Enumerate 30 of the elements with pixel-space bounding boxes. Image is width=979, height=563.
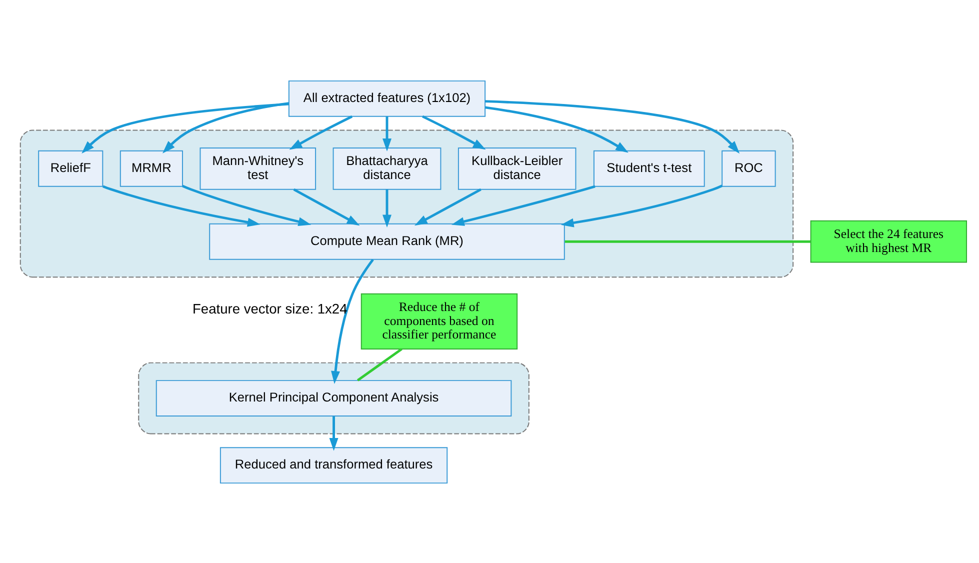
cluster	[138, 362, 530, 434]
arrow	[382, 188, 392, 228]
node-box: Mann-Whitney's test	[200, 146, 316, 190]
arrow	[293, 188, 360, 226]
arrow	[485, 100, 740, 154]
node-box: All extracted features (1x102)	[288, 80, 486, 116]
arrow	[82, 102, 289, 153]
arrow	[451, 184, 596, 226]
arrow	[162, 102, 289, 153]
node-box: Reduce the # of components based on classifier performance	[360, 292, 518, 350]
arrow	[382, 116, 392, 151]
node-box: MRMR	[120, 150, 183, 186]
node-box: Bhattacharyya distance	[332, 146, 442, 190]
node-box: ReliefF	[38, 150, 104, 186]
arrow	[485, 106, 628, 152]
node-box: Kullback-Leibler distance	[458, 146, 576, 190]
arrow	[560, 184, 723, 227]
node-box: Kernel Principal Component Analysis	[156, 380, 512, 416]
node-box: Reduced and transformed features	[220, 446, 448, 484]
cluster	[20, 129, 794, 278]
arrow	[414, 188, 482, 226]
node-box: Select the 24 features with highest MR	[810, 220, 968, 262]
arrow	[331, 258, 374, 384]
arrow	[329, 416, 338, 450]
connector	[564, 240, 811, 242]
arrow	[102, 184, 260, 226]
arrow	[182, 184, 312, 226]
node-box: ROC	[722, 150, 776, 186]
node-box: Student's t-test	[593, 150, 705, 186]
node-box: Compute Mean Rank (MR)	[209, 222, 565, 260]
